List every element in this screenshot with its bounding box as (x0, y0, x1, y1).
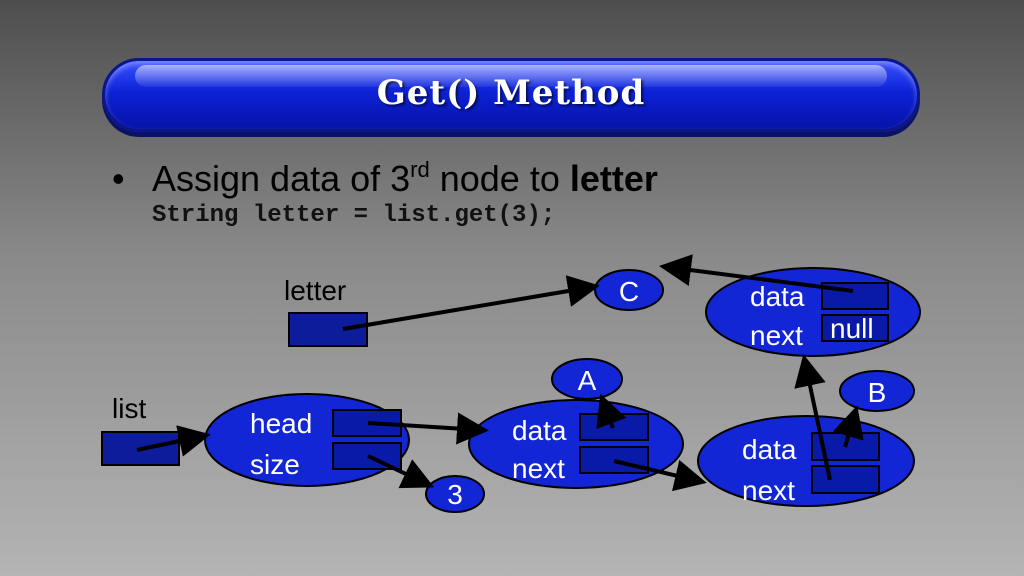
value-b-oval (839, 370, 915, 412)
node-1-data-label: data (512, 415, 567, 446)
size-value-oval (425, 475, 485, 513)
value-a-oval (551, 358, 623, 400)
node2-next-to-node3-arrow (794, 354, 832, 481)
node-3-next-field (821, 314, 889, 342)
node2-data-to-b-arrow (832, 405, 864, 448)
bullet-text: Assign data of 3rd node to letter (152, 158, 658, 200)
node-2-next-label: next (742, 475, 795, 506)
node-2-next-field (811, 465, 880, 494)
bullet-text-before: Assign data of 3 (152, 158, 411, 199)
letter-variable-label: letter (284, 275, 346, 306)
letter-variable-box (288, 312, 368, 347)
bullet-bold-word: letter (569, 158, 658, 199)
node-1-next-field (579, 446, 649, 474)
node3-data-to-c-arrow (659, 254, 854, 293)
node-2-data-label: data (742, 434, 797, 465)
head-to-node1-arrow (367, 412, 489, 445)
list-head-label: head (250, 408, 312, 439)
value-b-label: B (868, 377, 887, 408)
slide-title: Get() Method (376, 73, 646, 113)
node-2 (697, 415, 915, 507)
node1-data-to-a-arrow (596, 393, 627, 430)
list-variable-label: list (112, 393, 146, 424)
list-size-label: size (250, 449, 300, 480)
list-to-object-arrow (136, 425, 211, 457)
node-1 (468, 399, 684, 489)
node-3-data-label: data (750, 281, 805, 312)
bullet-symbol: • (112, 158, 125, 199)
node-1-next-label: next (512, 453, 565, 484)
node-3-null-label: null (830, 313, 874, 344)
node-3-next-label: next (750, 320, 803, 351)
letter-to-c-arrow (342, 275, 600, 331)
title-shine (135, 65, 887, 87)
size-value-label: 3 (447, 479, 463, 510)
value-a-label: A (578, 365, 597, 396)
title-bar: Get() Method (102, 58, 920, 132)
list-head-field (332, 409, 402, 437)
bullet-superscript: rd (410, 157, 430, 182)
node-3 (705, 267, 921, 357)
value-c-label: C (619, 276, 639, 307)
code-statement: String letter = list.get(3); (152, 202, 556, 229)
size-to-value-arrow (367, 454, 435, 489)
node1-next-to-node2-arrow (613, 459, 707, 492)
bullet-text-after: node to (429, 158, 570, 199)
